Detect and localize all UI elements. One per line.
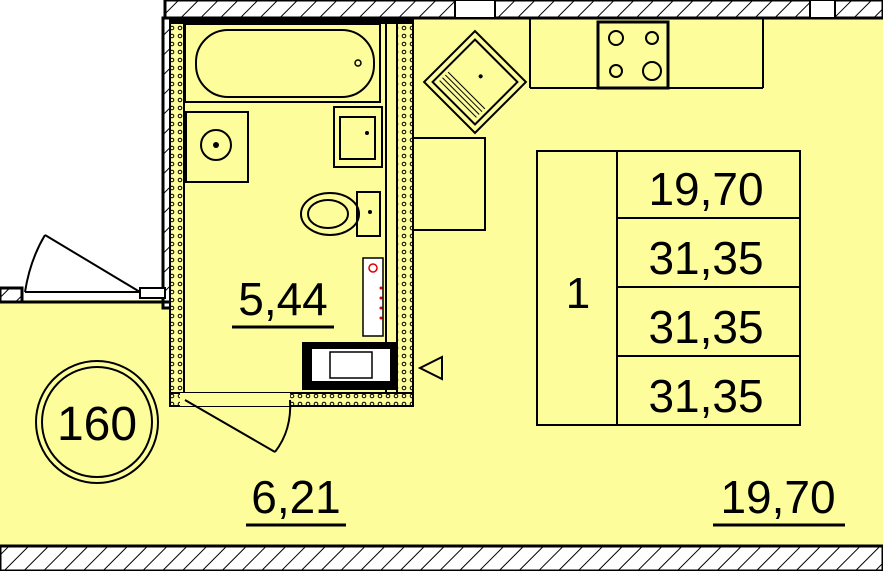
hall-area-label: 6,21	[251, 471, 341, 523]
rooms-count: 1	[566, 269, 590, 318]
info-table: 1 19,70 31,35 31,35 31,35	[536, 150, 801, 426]
top-wall	[163, 0, 883, 20]
window-top	[454, 0, 496, 19]
apartment-number: 160	[57, 398, 137, 451]
table-row-4: 31,35	[648, 370, 763, 422]
entrance-triangle-icon	[417, 355, 443, 381]
window-top-right	[809, 0, 836, 19]
bathroom-wall-left	[169, 17, 185, 407]
electrical-panel-icon	[362, 257, 384, 337]
left-small-wall	[0, 286, 24, 304]
toilet-icon	[300, 191, 381, 237]
living-area-label: 19,70	[720, 471, 835, 523]
table-row-3: 31,35	[648, 301, 763, 353]
table-row-1: 19,70	[648, 163, 763, 215]
stove-icon	[596, 20, 670, 90]
bathroom-wall-right	[396, 17, 414, 407]
hall-floor	[0, 300, 170, 546]
apartment-number-badge: 160	[35, 360, 159, 484]
bathroom-wall-top	[170, 18, 413, 24]
table-row-2: 31,35	[648, 232, 763, 284]
washbasin-icon	[185, 111, 249, 183]
bathroom-door[interactable]	[180, 393, 292, 453]
living-room-floor	[165, 18, 883, 546]
bathtub-icon	[184, 23, 381, 103]
kitchen-sink-icon	[422, 29, 528, 135]
bottom-wall	[0, 544, 883, 571]
entrance-door[interactable]	[24, 234, 166, 299]
ventilation-shaft-icon	[302, 342, 397, 390]
sink-icon	[333, 106, 383, 168]
bathroom-area-label: 5,44	[238, 273, 328, 325]
